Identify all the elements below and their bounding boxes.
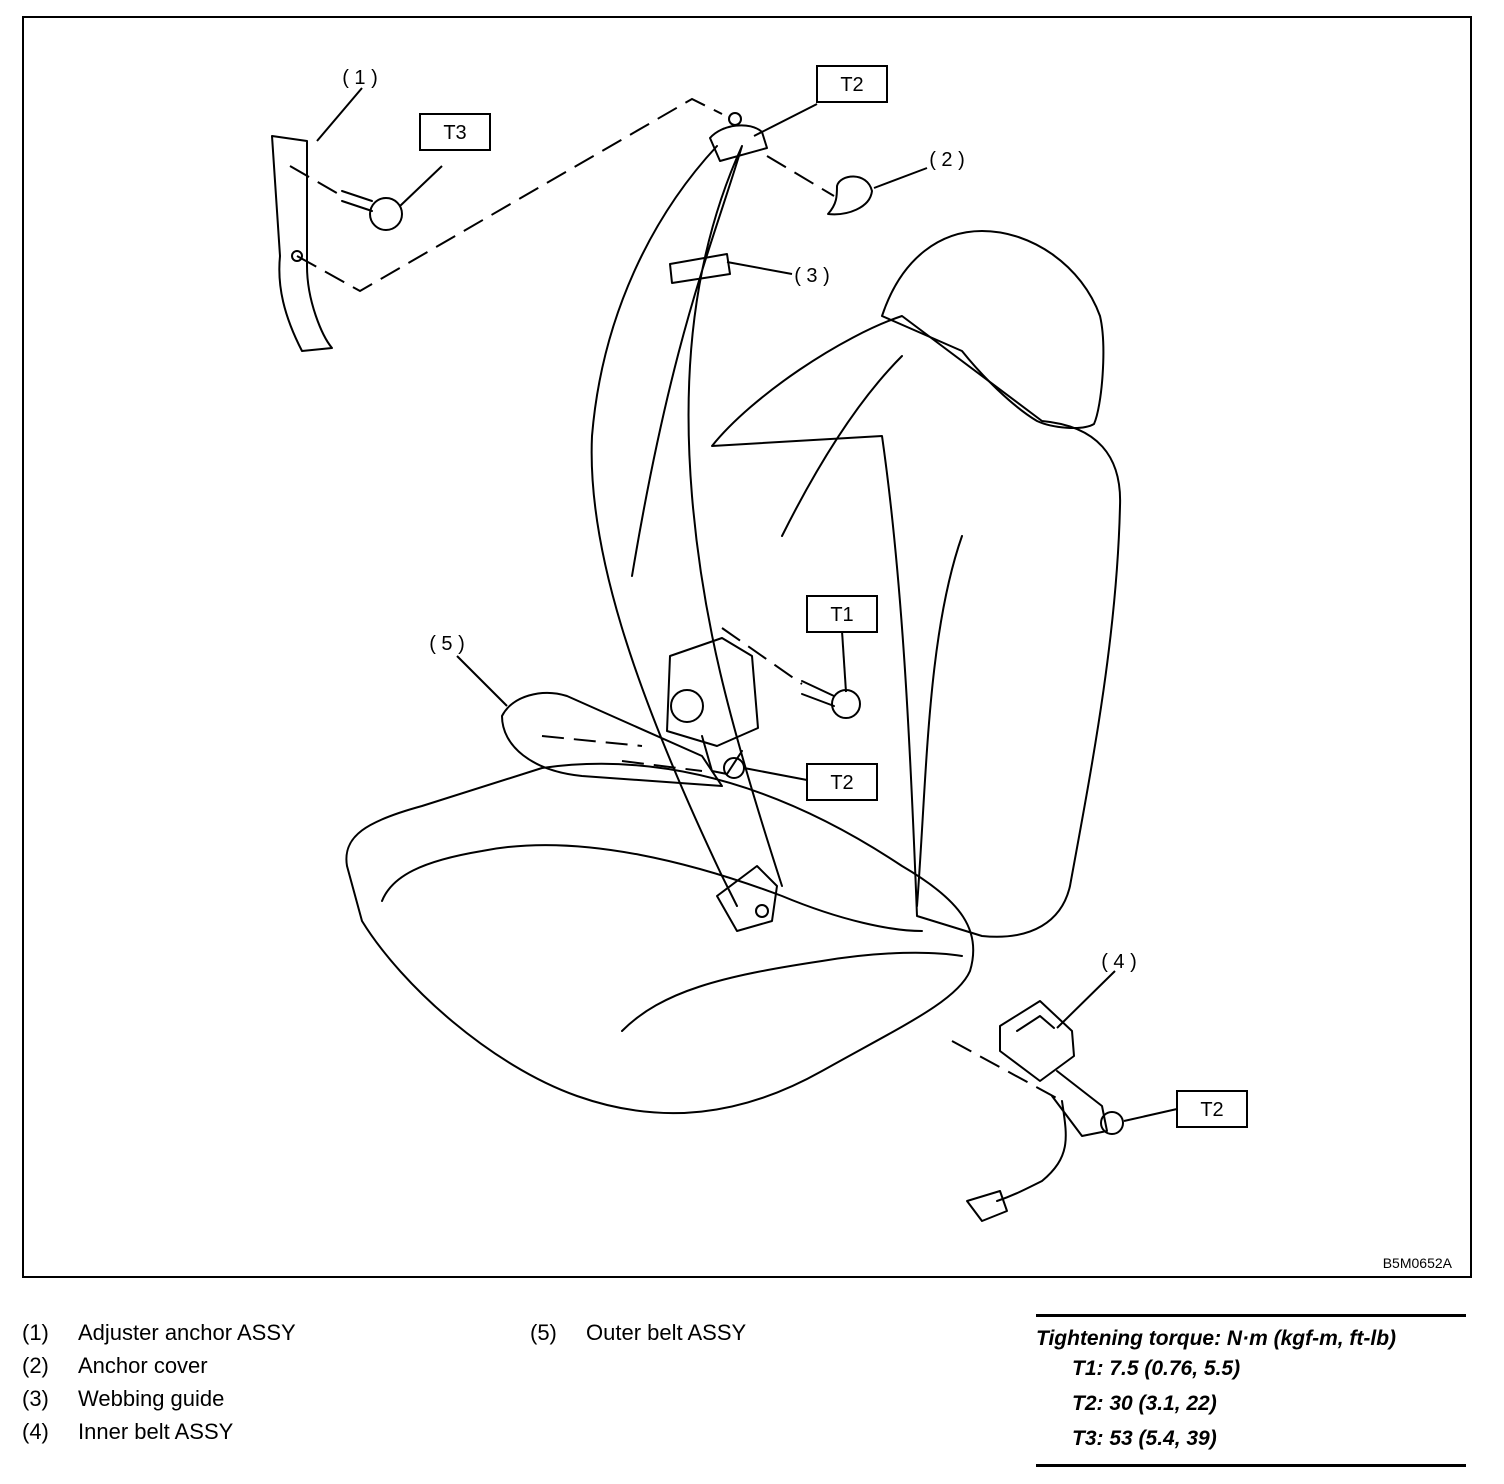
- leader-1: [316, 87, 363, 142]
- legend-item: (1) Adjuster anchor ASSY: [22, 1316, 296, 1349]
- t2-mid-label: T2: [830, 772, 853, 794]
- seat-cushion-panel: [381, 844, 923, 932]
- belt-webbing: [590, 145, 783, 907]
- t1-label: T1: [830, 604, 853, 626]
- legend-label: Outer belt ASSY: [586, 1320, 747, 1345]
- t2-bottom-label: T2: [1200, 1099, 1223, 1121]
- inner-buckle: [999, 1000, 1075, 1082]
- legend-label: Adjuster anchor ASSY: [78, 1320, 296, 1345]
- outer-belt-cover: [501, 691, 723, 787]
- anchor-cover: [827, 175, 873, 216]
- legend-right: (5) Outer belt ASSY: [530, 1316, 746, 1349]
- inner-belt-bolt: [1100, 1111, 1124, 1135]
- dash-anchor-line: [296, 97, 723, 293]
- inner-belt-harness: [996, 1100, 1067, 1202]
- dash-seat-line: [541, 735, 703, 772]
- retractor-bolt: [723, 757, 745, 779]
- legend-label: Webbing guide: [78, 1386, 225, 1411]
- dash-t1-line: [721, 627, 803, 685]
- t2-bottom-box: [1176, 1090, 1248, 1128]
- leader-t1: [841, 630, 847, 693]
- callout-4: ( 4 ): [1101, 951, 1137, 973]
- lower-anchor-hole: [755, 904, 769, 918]
- retractor-reel: [670, 689, 704, 723]
- leader-t2-bottom: [1123, 1108, 1178, 1122]
- leader-4: [1056, 970, 1116, 1029]
- seat-back: [711, 315, 1122, 938]
- callout-1: ( 1 ): [342, 67, 378, 89]
- torque-value-t3: T3: 53 (5.4, 39): [1072, 1427, 1217, 1450]
- callout-3: ( 3 ): [794, 265, 830, 287]
- t1-box: [806, 595, 878, 633]
- retractor: [666, 637, 759, 747]
- legend-num: (3): [22, 1386, 49, 1411]
- legend-item: (3) Webbing guide: [22, 1382, 296, 1415]
- seat-belt-diagram: T3 T2 T1 T2 T2 ( 1 ) ( 2 ) ( 3 ) ( 4 ) (…: [22, 16, 1472, 1278]
- diagram-frame: T3 T2 T1 T2 T2 ( 1 ) ( 2 ) ( 3 ) ( 4 ) (…: [22, 16, 1472, 1278]
- t2-top-label: T2: [840, 74, 863, 96]
- t2-mid-box: [806, 763, 878, 801]
- leader-t3: [399, 165, 443, 207]
- torque-value-t1: T1: 7.5 (0.76, 5.5): [1072, 1357, 1241, 1380]
- harness-connector: [966, 1190, 1008, 1222]
- t3-label: T3: [443, 122, 466, 144]
- t2-top-box: [816, 65, 888, 103]
- dash-cover-line: [766, 155, 835, 197]
- torque-title: Tightening torque: N·m (kgf-m, ft-lb): [1036, 1327, 1397, 1350]
- legend-item: (4) Inner belt ASSY: [22, 1415, 296, 1448]
- leader-2: [873, 167, 928, 189]
- webbing-guide: [669, 253, 731, 284]
- legend-item: (5) Outer belt ASSY: [530, 1316, 746, 1349]
- adjuster-anchor-hole: [291, 250, 303, 262]
- retractor-mount: [701, 735, 743, 775]
- legend-num: (1): [22, 1320, 49, 1345]
- torque-rule-top: [1036, 1314, 1466, 1317]
- legend-num: (5): [530, 1320, 557, 1345]
- adjuster-bolt-head: [369, 197, 403, 231]
- dash-t3-line: [289, 165, 343, 197]
- seat-back-panel: [781, 355, 963, 907]
- adjuster-anchor: [271, 135, 333, 352]
- dash-inner-line: [951, 1040, 1063, 1102]
- legend-num: (4): [22, 1419, 49, 1444]
- adjuster-bolt: [341, 190, 373, 212]
- side-bolt-head: [831, 689, 861, 719]
- t3-box: [419, 113, 491, 151]
- callout-2: ( 2 ): [929, 149, 965, 171]
- torque-rule-bottom: [1036, 1464, 1466, 1467]
- inner-belt-arm: [1051, 1070, 1108, 1137]
- leader-t2-top: [753, 103, 818, 137]
- legend-left: (1) Adjuster anchor ASSY (2) Anchor cove…: [22, 1316, 296, 1448]
- headrest: [881, 230, 1105, 429]
- lower-anchor-plate: [716, 865, 778, 932]
- leader-t2-mid: [743, 767, 808, 781]
- legend-num: (2): [22, 1353, 49, 1378]
- figure-code: B5M0652A: [1383, 1255, 1453, 1271]
- inner-buckle-slot: [1016, 1015, 1055, 1032]
- leader-5: [456, 655, 508, 707]
- leader-3: [726, 261, 793, 275]
- legend-label: Anchor cover: [78, 1353, 208, 1378]
- side-bolt: [801, 680, 835, 707]
- torque-spec-box: Tightening torque: N·m (kgf-m, ft-lb) T1…: [1036, 1314, 1466, 1467]
- top-anchor-bolt: [728, 112, 742, 126]
- legend-label: Inner belt ASSY: [78, 1419, 234, 1444]
- seat-cushion-front-panel: [621, 951, 963, 1032]
- frame-border: [22, 16, 1472, 1278]
- legend-item: (2) Anchor cover: [22, 1349, 296, 1382]
- seat-cushion: [345, 762, 975, 1115]
- torque-value-t2: T2: 30 (3.1, 22): [1072, 1392, 1217, 1415]
- callout-5: ( 5 ): [429, 633, 465, 655]
- top-anchor: [709, 124, 768, 162]
